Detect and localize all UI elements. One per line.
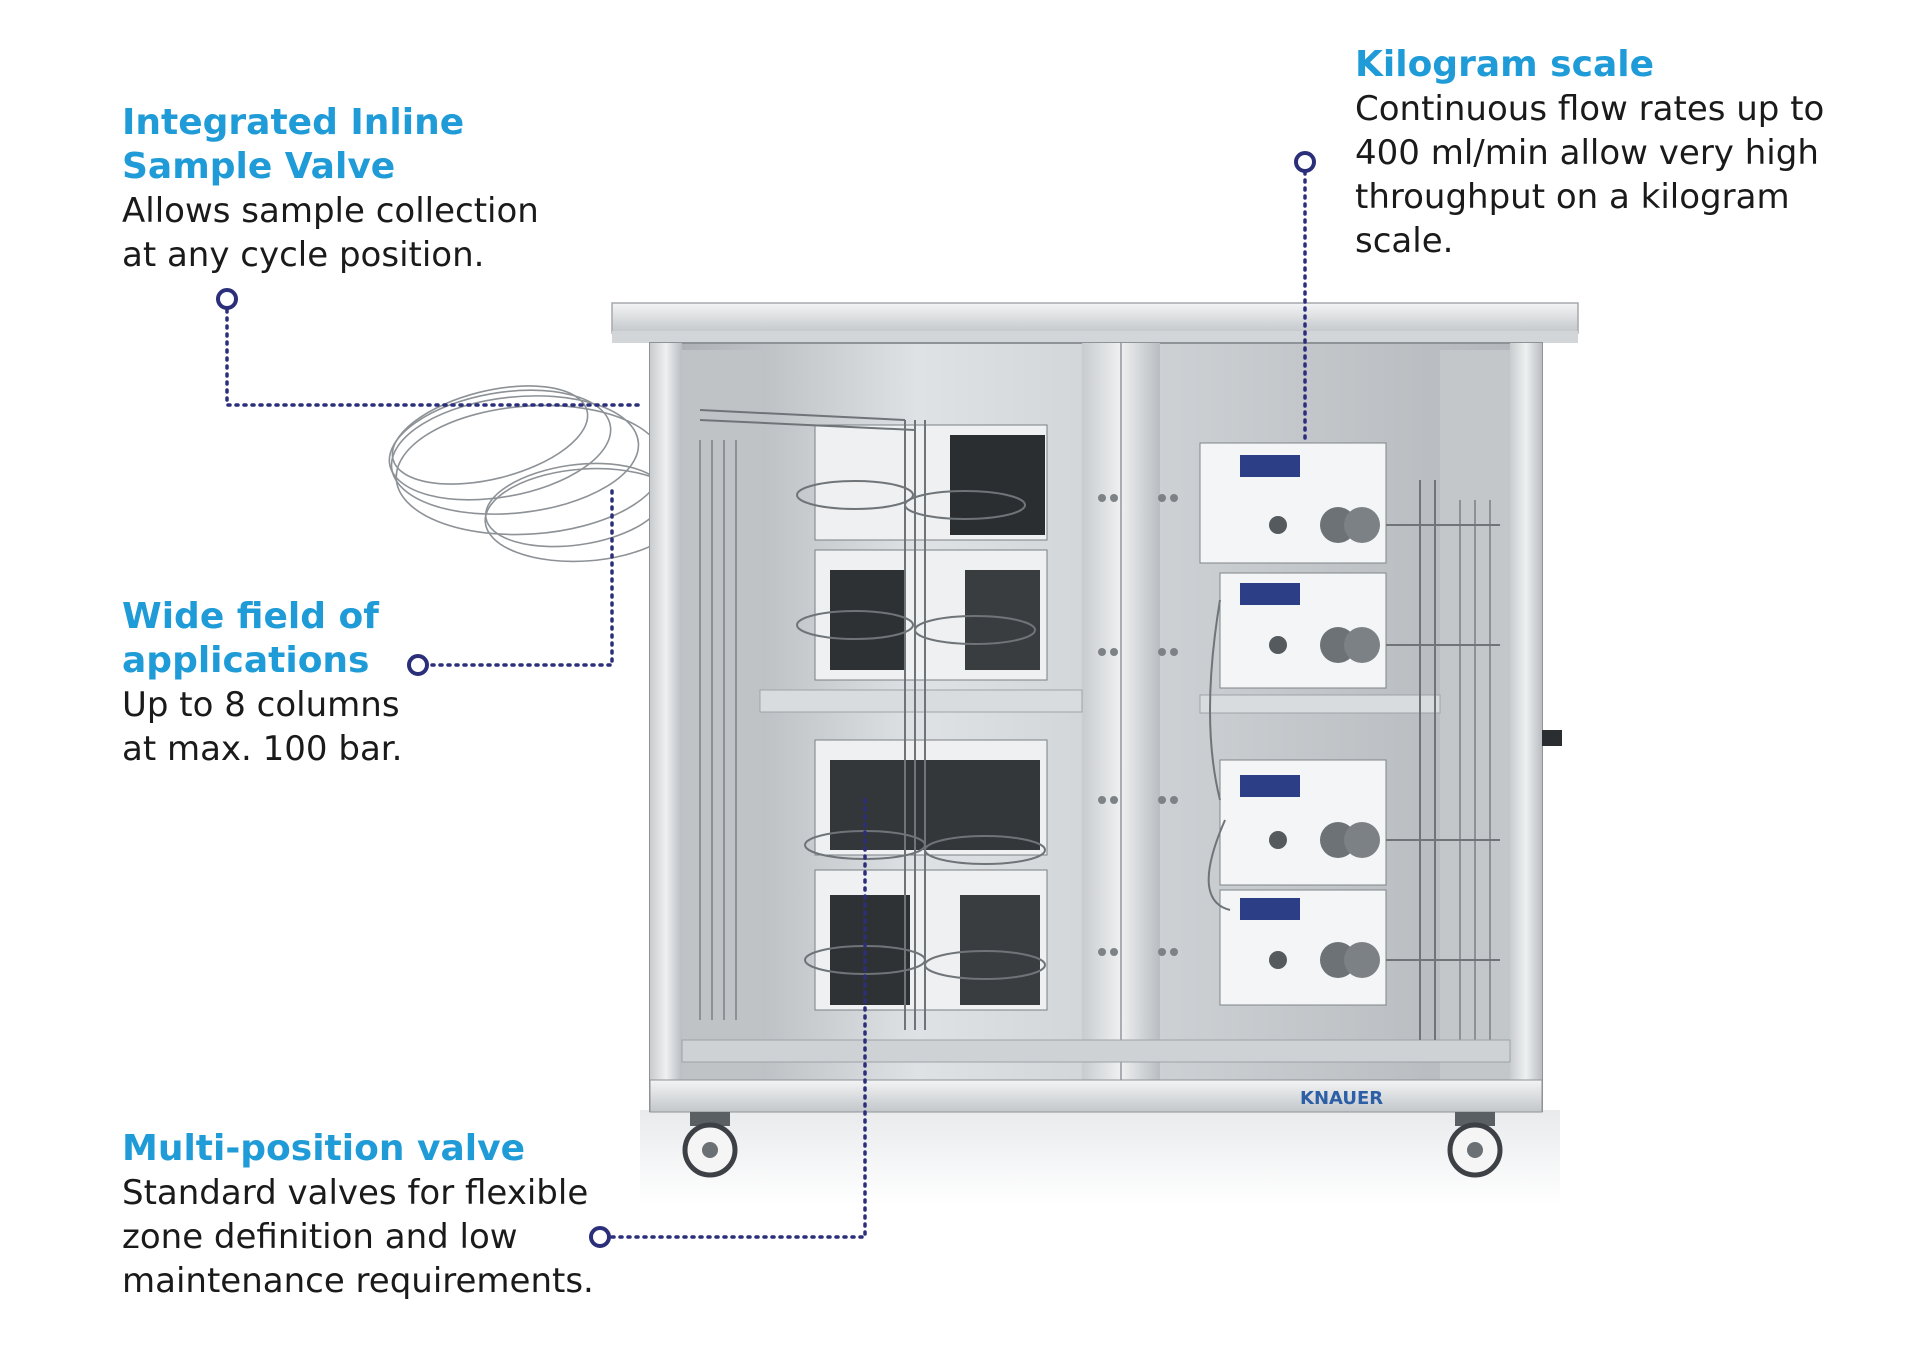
door-hinges [1098, 494, 1178, 956]
callout-markers [216, 151, 1316, 1248]
marker-multi-valve [589, 1226, 611, 1248]
callout-wide-field: Wide field of applications Up to 8 colum… [122, 595, 542, 771]
callout-body: 400 ml/min allow very high [1355, 133, 1819, 173]
column-plumbing [699, 409, 1046, 1030]
right-shelf [1199, 694, 1441, 714]
pump-stack [1199, 442, 1387, 1006]
callout-body: Allows sample collection [122, 191, 539, 231]
leader-line-wide-field [430, 488, 614, 667]
leader-lines [225, 170, 1307, 1239]
callout-body: throughput on a kilogram [1355, 177, 1790, 217]
left-post [650, 343, 682, 1111]
marker-wide-field [407, 654, 429, 676]
marker-kilogram [1294, 151, 1316, 173]
callout-body: scale. [1355, 221, 1454, 261]
side-handle [1542, 730, 1562, 746]
floor-reflection [640, 1110, 1560, 1205]
callout-body: maintenance requirements. [122, 1261, 594, 1301]
pump-plumbing [1207, 480, 1500, 1040]
callout-body: Up to 8 columns [122, 685, 400, 725]
column-module-stack [814, 424, 1048, 1011]
callout-body: at max. 100 bar. [122, 729, 403, 769]
callout-title: Wide field of [122, 596, 379, 637]
callout-body: Continuous flow rates up to [1355, 89, 1825, 129]
caster-wheels [682, 1112, 1503, 1178]
callout-title: Multi-position valve [122, 1128, 525, 1169]
left-shelf [759, 689, 1083, 713]
right-post [1510, 343, 1542, 1111]
cabinet-top-edge [612, 331, 1578, 343]
brand-label: KNAUER [1300, 1088, 1383, 1109]
callout-sample-valve: Integrated Inline Sample Valve Allows sa… [122, 101, 642, 277]
tubing-coils [388, 385, 686, 563]
base-frame [649, 1079, 1543, 1113]
callout-title: applications [122, 640, 370, 681]
callout-title: Integrated Inline [122, 102, 465, 143]
callout-title: Kilogram scale [1355, 44, 1654, 85]
callout-body: Standard valves for flexible [122, 1173, 589, 1213]
bottom-rail [681, 1039, 1511, 1063]
callout-title: Sample Valve [122, 146, 396, 187]
cabinet-top [611, 302, 1579, 334]
left-side-panel [682, 350, 762, 1080]
callout-multi-position-valve: Multi-position valve Standard valves for… [122, 1127, 682, 1303]
callout-body: zone definition and low [122, 1217, 518, 1257]
callout-body: at any cycle position. [122, 235, 485, 275]
leader-line-sample-valve [225, 308, 642, 407]
marker-sample-valve [216, 288, 238, 310]
leader-line-multi-valve [610, 798, 867, 1239]
callout-kilogram-scale: Kilogram scale Continuous flow rates up … [1355, 43, 1895, 263]
